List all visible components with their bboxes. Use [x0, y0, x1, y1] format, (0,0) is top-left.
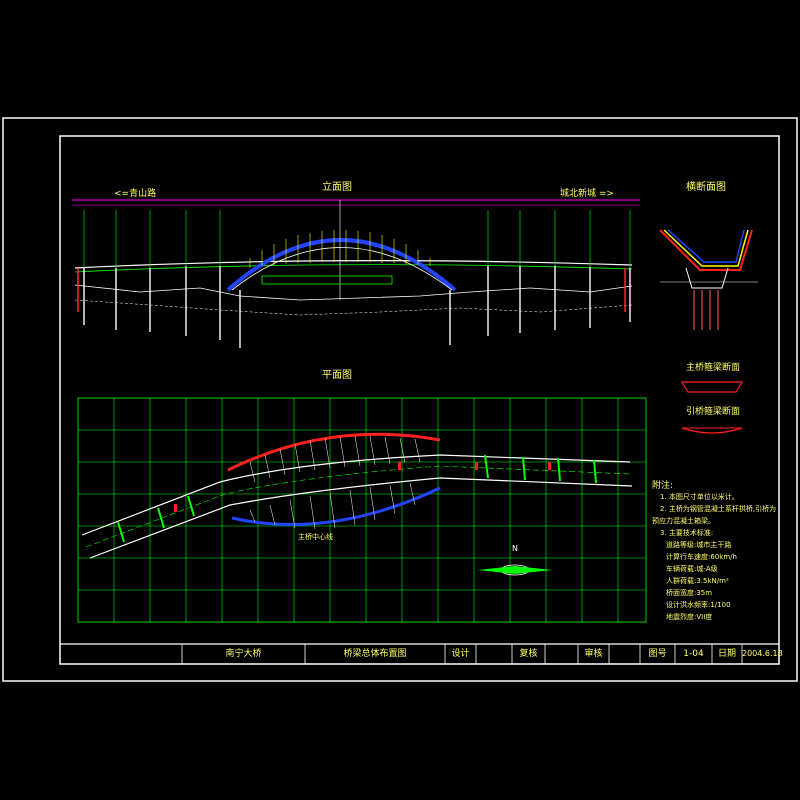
- note-line: 2. 主桥为钢管混凝土系杆拱桥,引桥为: [660, 505, 777, 513]
- plan-view: [77, 397, 647, 623]
- elevation-view: [72, 199, 640, 348]
- approach-girder-section-title: 引桥箍梁断面: [686, 407, 741, 417]
- plan-title: 平面图: [322, 370, 352, 381]
- approved-label: 审核: [584, 649, 603, 659]
- plan-arch-blue: [231, 486, 441, 526]
- note-line: 预应力混凝土箱梁。: [652, 517, 715, 525]
- main-girder-section: [680, 381, 744, 393]
- outer-frame: [2, 117, 798, 682]
- notes-heading: 附注:: [652, 481, 674, 491]
- note-line: 设计洪水频率:1/100: [666, 601, 731, 609]
- note-line: 1. 本图尺寸单位以米计。: [660, 493, 739, 501]
- designed-label: 设计: [451, 649, 470, 659]
- cross-section-view: [659, 229, 758, 330]
- note-line: 计算行车速度:60km/h: [666, 553, 737, 561]
- cross-section-title: 横断面图: [686, 182, 726, 193]
- note-line: 3. 主要技术标准:: [660, 529, 714, 537]
- note-line: 桥面宽度:35m: [666, 589, 713, 597]
- drawing-name: 桥梁总体布置图: [343, 649, 407, 659]
- title-block: [60, 643, 779, 664]
- center-line-label: 主桥中心线: [298, 533, 333, 541]
- inner-frame: [59, 135, 780, 665]
- approach-girder-section: [681, 427, 743, 434]
- direction-right-label: 城北新城 =>: [560, 189, 614, 199]
- main-arch: [226, 238, 457, 292]
- note-line: 道路等级:城市主干路: [666, 541, 732, 549]
- date-value: 2004.6.18: [742, 649, 783, 658]
- elevation-title: 立面图: [322, 182, 352, 193]
- note-line: 地震烈度:VII度: [666, 613, 713, 621]
- plan-arch-red: [227, 432, 441, 472]
- reviewed-label: 复核: [519, 649, 538, 659]
- project-name: 南宁大桥: [225, 649, 262, 659]
- drawing-no-label: 图号: [648, 649, 667, 659]
- direction-left-label: <=青山路: [114, 189, 157, 199]
- drawing-no: 1-04: [683, 649, 704, 659]
- note-line: 人群荷载:3.5kN/m²: [666, 577, 729, 585]
- date-label: 日期: [717, 649, 736, 659]
- north-label: N: [512, 544, 518, 553]
- note-line: 车辆荷载:城-A级: [666, 565, 718, 573]
- main-girder-section-title: 主桥箍梁断面: [686, 363, 741, 373]
- north-arrow-icon: [478, 564, 552, 576]
